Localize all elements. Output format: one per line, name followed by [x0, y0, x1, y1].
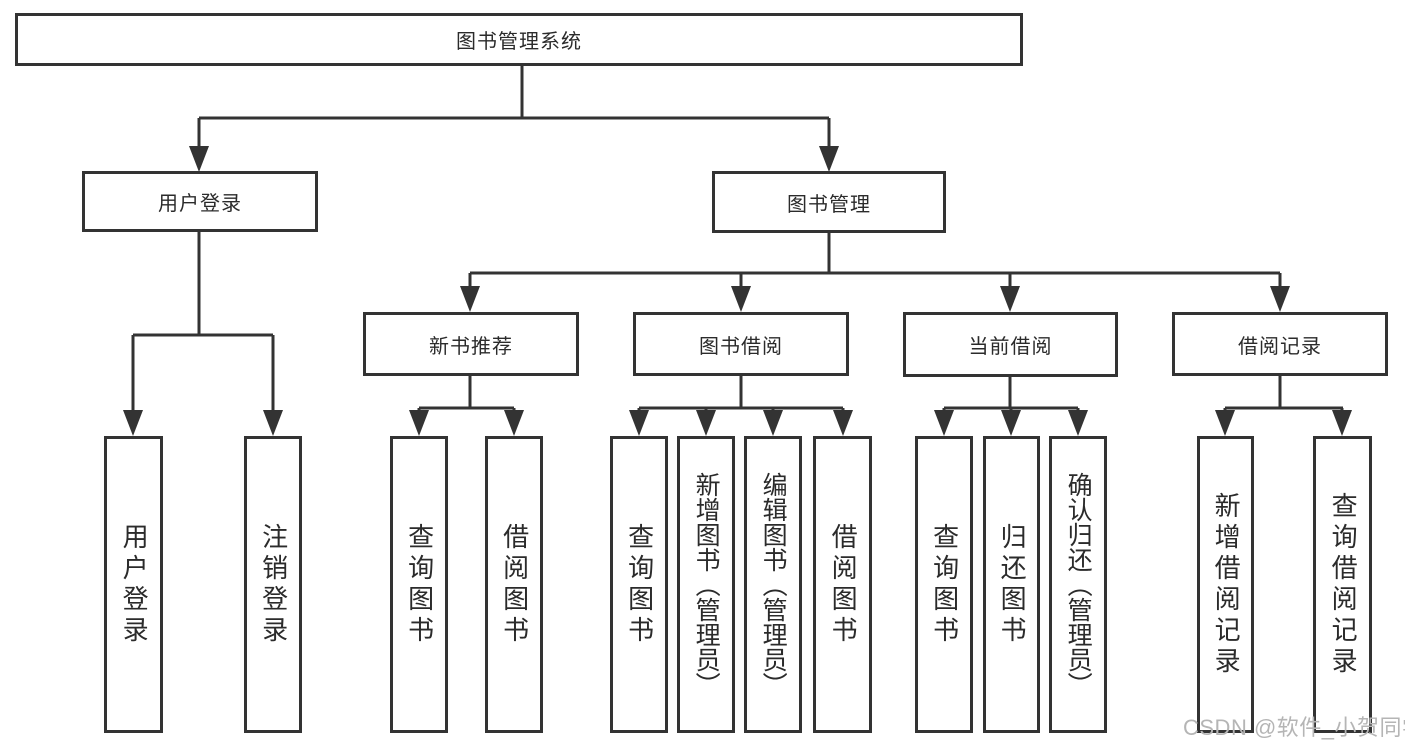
- arrowhead: [763, 410, 783, 436]
- arrowhead: [1000, 286, 1020, 312]
- arrowhead: [1332, 410, 1352, 436]
- node-return-books: 归还图书: [983, 436, 1040, 733]
- node-new-book-recommendation: 新书推荐: [363, 312, 579, 376]
- node-query-borrow-record: 查询借阅记录: [1313, 436, 1372, 733]
- arrowhead: [460, 286, 480, 312]
- arrowhead: [819, 146, 839, 172]
- node-add-borrow-record: 新增借阅记录: [1197, 436, 1254, 733]
- arrowhead: [1068, 410, 1088, 436]
- arrowhead: [696, 410, 716, 436]
- node-book-borrowing: 图书借阅: [633, 312, 849, 376]
- node-confirm-return-admin: 确认归还（管理员）: [1049, 436, 1107, 733]
- arrowhead: [123, 410, 143, 436]
- arrowhead: [833, 410, 853, 436]
- node-edit-books-admin: 编辑图书（管理员）: [744, 436, 802, 733]
- connector-borrowing-records-to-leaves: [1223, 376, 1344, 413]
- node-user-login-leaf: 用户登录: [104, 436, 163, 733]
- connector-book-management-to-level3: [468, 233, 1282, 288]
- arrowhead: [263, 410, 283, 436]
- watermark-text: CSDN @软件_小贺同学: [1183, 715, 1405, 740]
- arrowhead: [1001, 410, 1021, 436]
- arrowhead: [934, 410, 954, 436]
- node-query-books-recommend: 查询图书: [390, 436, 448, 733]
- node-borrow-books-recommend: 借阅图书: [485, 436, 543, 733]
- node-add-books-admin: 新增图书（管理员）: [677, 436, 735, 733]
- node-book-management: 图书管理: [712, 171, 946, 233]
- node-logout-login: 注销登录: [244, 436, 302, 733]
- node-borrow-books-leaf: 借阅图书: [813, 436, 872, 733]
- arrowhead: [629, 410, 649, 436]
- node-borrowing-records: 借阅记录: [1172, 312, 1388, 376]
- connector-user-login-to-leaves: [131, 232, 275, 412]
- connector-new-book-recommendation-to-leaves: [417, 376, 516, 413]
- arrowhead: [504, 410, 524, 436]
- arrowhead: [1215, 410, 1235, 436]
- connector-root-to-level2: [197, 66, 831, 148]
- node-query-books-borrowing: 查询图书: [610, 436, 668, 733]
- node-library-management-system: 图书管理系统: [15, 13, 1023, 66]
- connector-book-borrowing-to-leaves: [637, 376, 845, 413]
- arrowhead: [1270, 286, 1290, 312]
- connector-current-borrowing-to-leaves: [942, 377, 1080, 413]
- arrowhead: [731, 286, 751, 312]
- node-current-borrowing: 当前借阅: [903, 312, 1118, 377]
- node-query-books-current: 查询图书: [915, 436, 973, 733]
- node-user-login: 用户登录: [82, 171, 318, 232]
- arrowhead: [189, 146, 209, 172]
- arrowhead: [409, 410, 429, 436]
